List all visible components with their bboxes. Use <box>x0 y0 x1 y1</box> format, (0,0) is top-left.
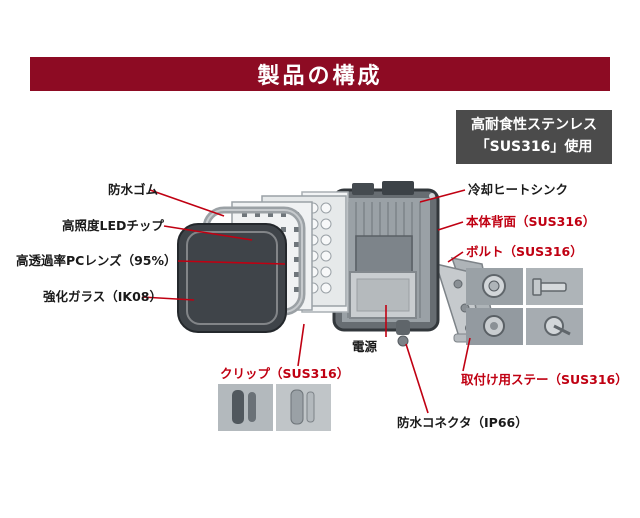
callout-line1: 高耐食性ステンレス <box>471 117 597 134</box>
label-body-back: 本体背面（SUS316） <box>466 214 596 229</box>
page-title: 製品の構成 <box>257 64 383 89</box>
title-banner: 製品の構成 <box>30 57 610 91</box>
callout-line2: 「SUS316」使用 <box>475 139 593 155</box>
leader-waterproof-connector <box>405 343 429 414</box>
leader-body-back <box>437 221 464 231</box>
label-tempered-glass: 強化ガラス（IK08） <box>43 289 162 304</box>
label-waterproof-rubber: 防水ゴム <box>108 182 159 197</box>
label-led-chip: 高照度LEDチップ <box>62 218 164 233</box>
label-power: 電源 <box>352 339 378 354</box>
waterproof-connector-part <box>396 320 410 347</box>
power-supply-part <box>349 271 417 319</box>
leader-waterproof-rubber <box>149 189 225 217</box>
label-mounting-stay: 取付け用ステー（SUS316） <box>461 372 628 387</box>
leader-tempered-glass <box>141 296 195 301</box>
leader-mounting-stay <box>462 337 471 372</box>
bolt-photo-grid <box>466 268 583 345</box>
label-clip: クリップ（SUS316） <box>220 366 350 381</box>
sus316-callout: 高耐食性ステンレス 「SUS316」使用 <box>456 110 612 164</box>
leader-cooling-heatsink <box>419 189 466 203</box>
clip-photo-grid <box>218 384 331 431</box>
label-cooling-heatsink: 冷却ヒートシンク <box>468 182 569 197</box>
label-bolt: ボルト（SUS316） <box>466 244 583 259</box>
leader-bolt <box>447 251 464 263</box>
tempered-glass-part <box>177 223 287 333</box>
leader-clip <box>297 323 305 367</box>
label-waterproof-connector: 防水コネクタ（IP66） <box>397 415 528 430</box>
leader-led-chip <box>163 225 253 241</box>
leader-pc-lens <box>177 260 286 265</box>
leader-lines <box>141 189 471 414</box>
label-pc-lens: 高透過率PCレンズ（95%） <box>16 253 177 268</box>
